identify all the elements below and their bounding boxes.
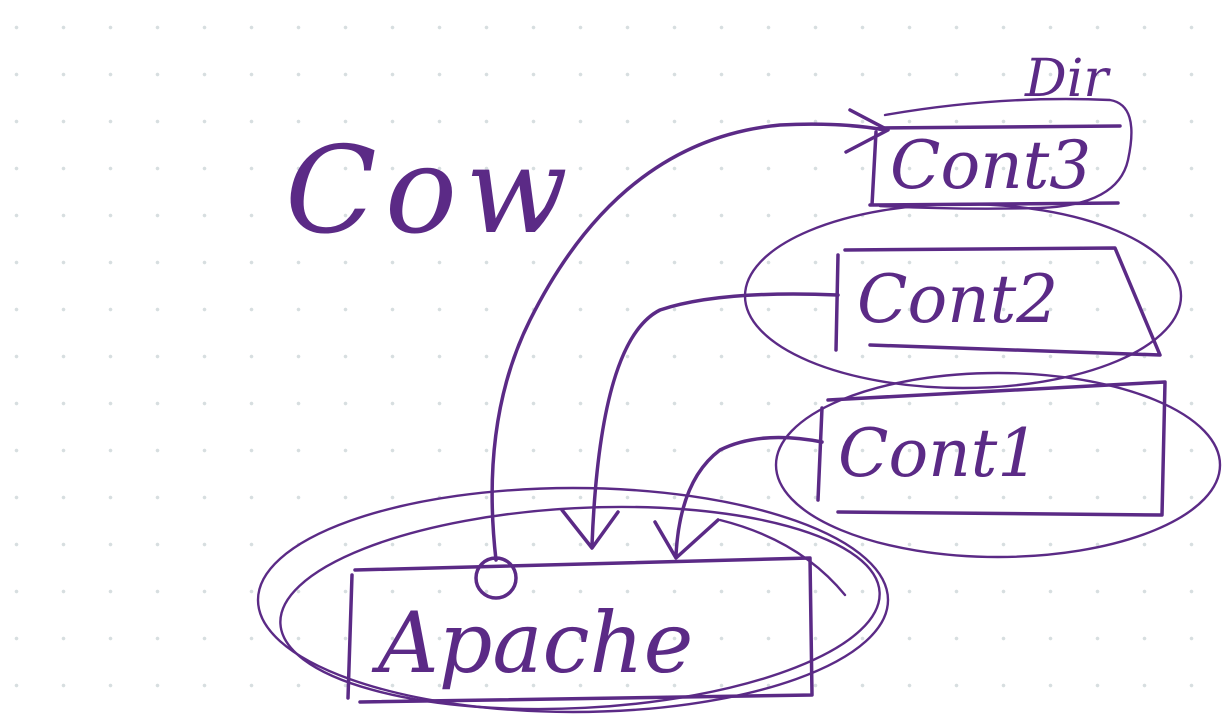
cont1-label: Cont1 [838,415,1039,492]
arrow-head-cont2 [560,508,620,550]
arrow-head-cont3 [844,108,890,154]
cont3-outline [878,97,1133,210]
cont2-box [834,246,1162,357]
arrow-apache-to-cont3 [490,122,887,562]
apache-outline-2 [279,505,881,711]
arrow-head-cont1 [653,518,720,560]
apache-connector-circle [474,556,518,600]
apache-label: Apache [371,594,693,692]
arrow-cont2-to-apache [590,292,840,547]
cont1-outline [774,371,1222,559]
cont2-label: Cont2 [857,261,1058,338]
title-label: Cow [285,122,576,261]
cont3-label: Cont3 [890,127,1091,204]
apache-side-stroke [718,518,847,597]
cont1-box [816,380,1167,517]
arrow-cont1-to-apache [674,435,824,557]
apache-outline-1 [256,486,890,714]
